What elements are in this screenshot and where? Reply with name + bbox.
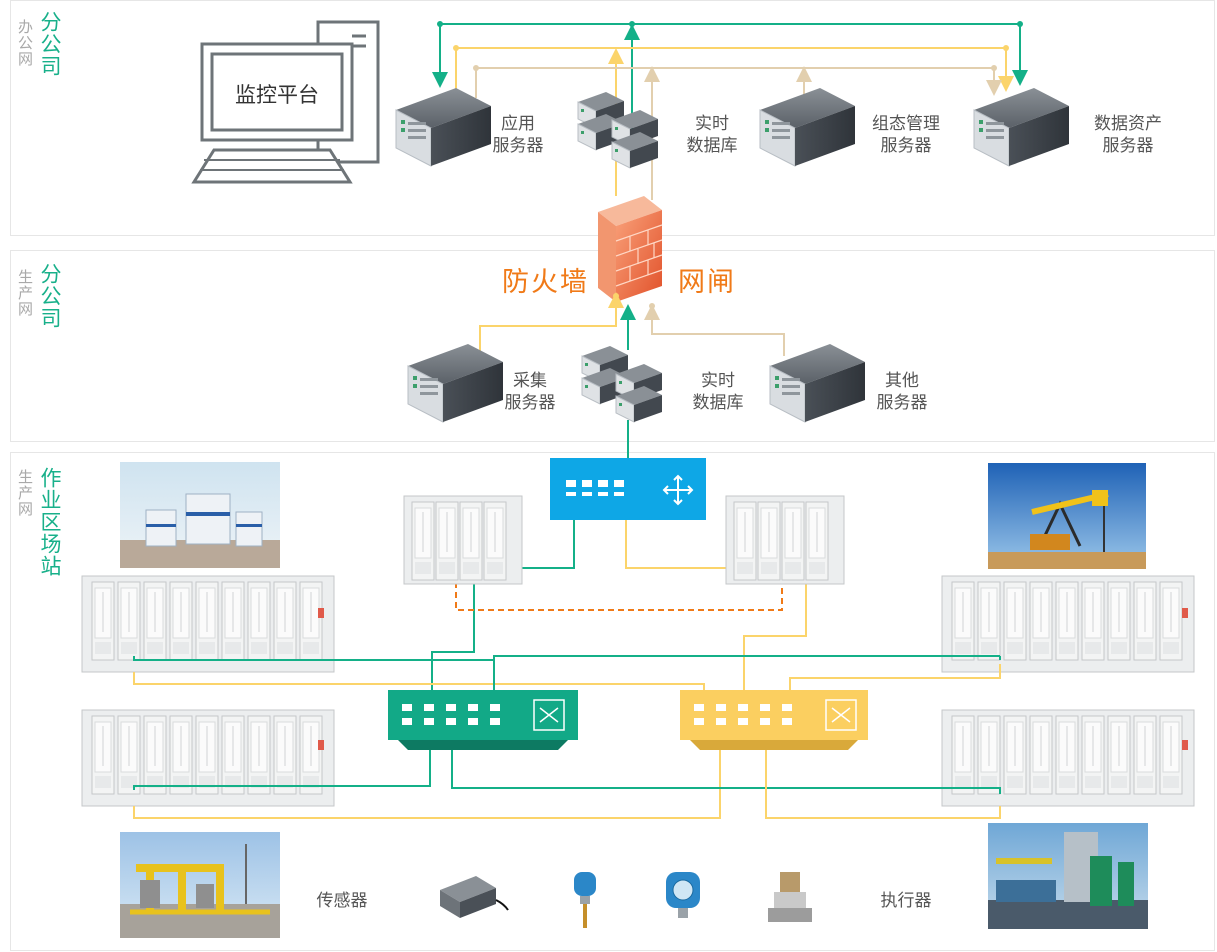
zone-sub-label: 办公网 [16, 19, 34, 67]
collect-server-icon [407, 343, 504, 423]
inclination-sensor-icon [440, 876, 509, 918]
firewall-label: 防火墙 [502, 267, 589, 298]
office-yellow-bus [455, 47, 1014, 94]
other-server-label: 其他 服务器 [876, 371, 928, 413]
plc-rack-center-right [725, 495, 845, 585]
collect-server-label: 采集 服务器 [504, 371, 556, 413]
zone-main-label: 分公司 [38, 11, 62, 77]
monitor-platform-icon [191, 20, 380, 184]
gateway-label: 网闸 [678, 267, 736, 298]
asset-server-icon [973, 87, 1070, 167]
app-server-label: 应用 服务器 [492, 114, 544, 156]
monitor-platform-label: 监控平台 [235, 83, 319, 107]
io-rack-left-top [81, 575, 335, 673]
production-rtdb-label: 实时 数据库 [692, 371, 744, 413]
actuator-label: 执行器 [880, 891, 932, 911]
zone-sub-label: 生产网 [16, 269, 34, 317]
config-server-icon [759, 87, 856, 167]
processing-plant-photo [988, 823, 1148, 929]
temperature-transmitter-icon [574, 872, 596, 928]
green-switch-icon [388, 690, 578, 750]
config-server-label: 组态管理 服务器 [872, 114, 940, 156]
io-rack-right-top [941, 575, 1195, 673]
valve-actuator-icon [768, 872, 812, 922]
pressure-transmitter-icon [666, 872, 700, 918]
gas-station-photo [120, 832, 280, 938]
production-rtdb-icon [582, 346, 662, 422]
pumpjack-photo [988, 463, 1146, 569]
core-router-icon [550, 458, 706, 520]
app-server-icon [395, 87, 492, 167]
plc-rack-center-left [403, 495, 523, 585]
office-beige-bus [475, 67, 1002, 98]
office-rtdb-icon [578, 92, 658, 168]
io-rack-left-bottom [81, 709, 335, 807]
oil-tank-photo [120, 462, 280, 568]
office-rtdb-label: 实时 数据库 [686, 114, 738, 156]
sensor-label: 传感器 [316, 891, 368, 911]
io-rack-right-bottom [941, 709, 1195, 807]
firewall-icon [598, 196, 663, 302]
office-green-bus [439, 23, 1028, 86]
yellow-switch-icon [680, 690, 868, 750]
zone-main-label: 作业区场站 [38, 467, 62, 577]
zone-main-label: 分公司 [38, 263, 62, 329]
zone-sub-label: 生产网 [16, 469, 34, 517]
asset-server-label: 数据资产 服务器 [1094, 114, 1162, 156]
